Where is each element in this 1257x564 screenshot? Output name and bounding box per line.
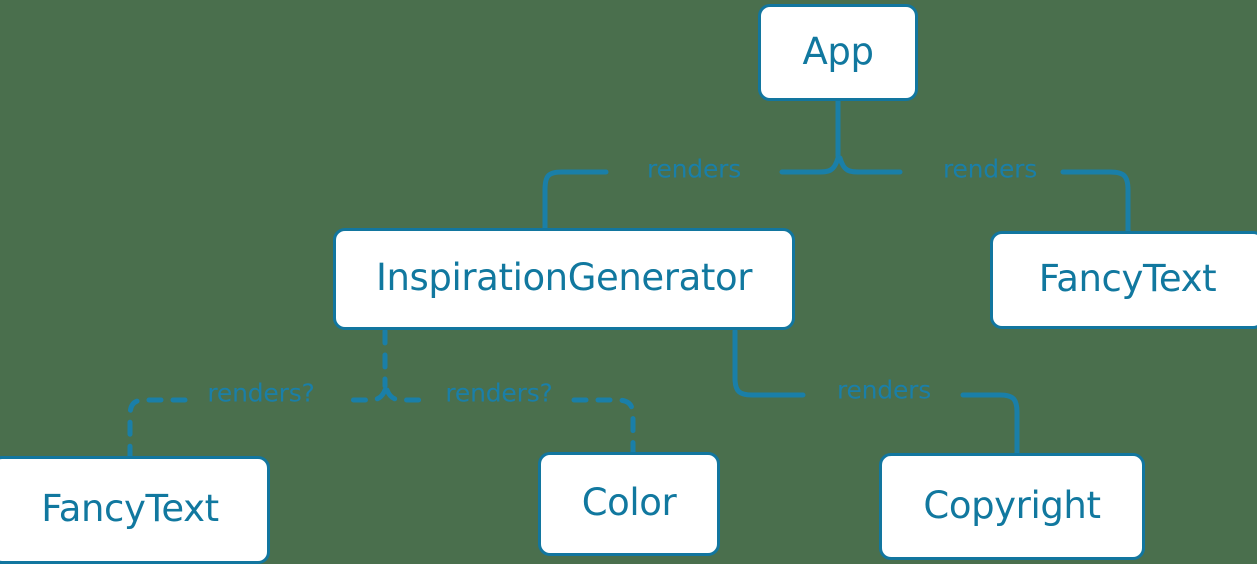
edge-inspirationgenerator-to-copyright-tail <box>960 392 1020 456</box>
node-app[interactable]: App <box>758 4 918 101</box>
edge-app-to-fancytext-curve <box>837 155 903 175</box>
node-color-label: Color <box>581 481 677 524</box>
node-inspirationgenerator-label: InspirationGenerator <box>375 256 753 299</box>
node-copyright[interactable]: Copyright <box>879 453 1145 560</box>
edge-app-to-inspirationgenerator-elbow <box>542 169 609 231</box>
node-fancytext-bottom-label: FancyText <box>41 487 219 530</box>
edge-label-inspirationgenerator-to-fancytext: renders? <box>207 378 315 408</box>
edge-inspirationgenerator-to-color-curve <box>384 387 427 403</box>
edge-app-to-inspirationgenerator-curve <box>779 155 841 175</box>
node-fancytext-bottom[interactable]: FancyText <box>0 456 270 564</box>
node-inspirationgenerator[interactable]: InspirationGenerator <box>333 228 795 330</box>
edge-inspirationgenerator-to-fancytext-elbow <box>127 397 188 459</box>
node-copyright-label: Copyright <box>923 483 1101 527</box>
edge-inspirationgenerator-to-color-elbow <box>571 397 636 455</box>
edge-label-app-to-fancytext: renders <box>942 154 1038 184</box>
node-fancytext-right[interactable]: FancyText <box>990 231 1257 329</box>
edge-label-inspirationgenerator-to-copyright: renders <box>836 375 932 405</box>
edge-label-app-to-inspirationgenerator: renders <box>646 154 742 184</box>
node-color[interactable]: Color <box>538 452 720 556</box>
edge-inspirationgenerator-to-copyright-elbow <box>732 328 806 398</box>
node-fancytext-right-label: FancyText <box>1038 257 1217 300</box>
edge-inspirationgenerator-to-fancytext-curve <box>341 387 388 403</box>
edge-label-inspirationgenerator-to-color: renders? <box>445 378 553 408</box>
node-app-label: App <box>802 29 874 73</box>
edge-app-to-fancytext-elbow <box>1060 169 1131 234</box>
